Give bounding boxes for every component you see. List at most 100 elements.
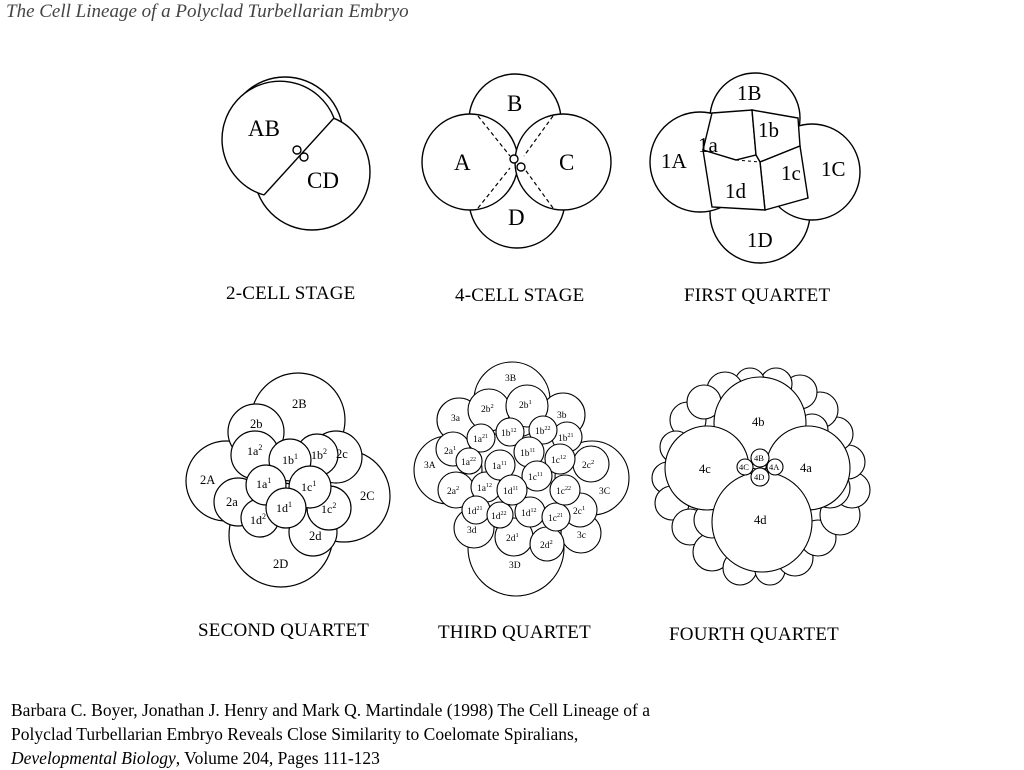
panel-2-cell-stage: AB CD — [221, 76, 371, 231]
cell-label-4b: 4b — [752, 415, 765, 429]
cell-label-1a12: 1a12 — [477, 483, 492, 494]
cell-label-1a21: 1a21 — [473, 434, 488, 445]
cell-1c22 — [549, 474, 581, 506]
cell-label-1C: 1C — [821, 157, 846, 181]
cell-label-1b2: 1b2 — [311, 447, 327, 462]
cell-4D — [750, 467, 770, 487]
cell-label-1d2: 1d2 — [250, 512, 266, 527]
cell-label-1a1: 1a1 — [256, 476, 271, 491]
cell-label-2c1: 2c1 — [573, 505, 585, 517]
cell-label-1c1: 1c1 — [301, 479, 316, 494]
citation-line-2: Polyclad Turbellarian Embryo Reveals Clo… — [11, 724, 579, 744]
cleavage-line — [263, 117, 335, 196]
cell-label-2A: 2A — [200, 473, 215, 487]
cell-outline — [523, 167, 554, 209]
cell-1d11 — [496, 474, 528, 506]
cell-label-3c: 3c — [577, 531, 586, 541]
cell-label-1a2: 1a2 — [247, 443, 262, 458]
cell-label-2a: 2a — [226, 495, 238, 509]
cell-label-1c12: 1c12 — [551, 455, 566, 466]
cell-label-3B: 3B — [505, 374, 516, 384]
cell-label-1b12: 1b12 — [501, 428, 517, 439]
cell-1c12 — [544, 443, 576, 475]
cell-1c21 — [541, 502, 571, 532]
cell-1b22 — [528, 415, 558, 445]
caption-fourth-quartet: FOURTH QUARTET — [669, 624, 839, 645]
panel-third-quartet: 3A 3B 3C 3D 3a 3b 3c 3d 2a1 2a2 2b2 2b1 … — [413, 361, 630, 597]
cell-outline — [523, 115, 554, 157]
cell-label-4d: 4d — [754, 513, 767, 527]
cell-1b12 — [495, 417, 525, 447]
citation-volume-pages: , Volume 204, Pages 111-123 — [175, 748, 380, 768]
cell-label-2c: 2c — [336, 447, 348, 461]
cell-label-1d22: 1d22 — [491, 511, 507, 522]
cell-label-1c22: 1c22 — [556, 486, 571, 497]
cell-label-4B: 4B — [754, 453, 764, 463]
cell-label-2D: 2D — [273, 557, 288, 571]
cell-label-1d11: 1d11 — [503, 486, 518, 497]
cell-label-1a11: 1a11 — [492, 461, 507, 472]
cell-outline — [735, 159, 761, 163]
cell-label-2d1: 2d1 — [506, 532, 519, 544]
cell-label-B: B — [507, 91, 522, 116]
cell-label-1d21: 1d21 — [467, 506, 483, 517]
cell-1d-inner — [265, 487, 307, 529]
cell-label-4C: 4C — [739, 462, 749, 472]
polar-body — [509, 154, 519, 164]
caption-4-cell-stage: 4-CELL STAGE — [455, 285, 585, 306]
citation: Barbara C. Boyer, Jonathan J. Henry and … — [11, 698, 811, 770]
cell-label-2c2: 2c2 — [582, 459, 594, 471]
cell-label-A: A — [454, 150, 471, 175]
cell-label-2b1: 2b1 — [519, 399, 532, 411]
caption-second-quartet: SECOND QUARTET — [198, 620, 370, 641]
cell-4B — [750, 448, 770, 468]
cell-2b1 — [505, 384, 549, 428]
panel-fourth-quartet: 4a 4b 4c 4d 4A 4B 4C 4D — [651, 367, 871, 586]
cell-label-1b11: 1b11 — [520, 448, 535, 459]
cell-label-C: C — [559, 150, 574, 175]
cell-label-4a: 4a — [800, 461, 812, 475]
cell-outline — [477, 167, 511, 209]
cell-label-4D: 4D — [754, 472, 764, 482]
cell-label-2b: 2b — [250, 417, 263, 431]
cell-label-1A: 1A — [661, 149, 688, 173]
cell-label-2C: 2C — [360, 489, 375, 503]
cell-1a21 — [466, 423, 496, 453]
cell-1d22 — [486, 501, 514, 529]
cell-label-1c: 1c — [781, 161, 801, 185]
citation-line-3: Developmental Biology, Volume 204, Pages… — [11, 746, 811, 770]
cell-label-3A: 3A — [424, 461, 436, 471]
panel-second-quartet: 2A 2B 2C 2D 2a 2b 2c 2d 1a2 1b1 1b2 1a1 … — [185, 372, 391, 588]
cell-label-1B: 1B — [737, 81, 762, 105]
polar-body — [292, 145, 302, 155]
caption-2-cell-stage: 2-CELL STAGE — [226, 283, 356, 304]
cell-label-1c21: 1c21 — [548, 513, 563, 524]
cell-label-1c2: 1c2 — [321, 501, 336, 516]
cell-label-2a2: 2a2 — [447, 485, 459, 497]
cell-label-2B: 2B — [292, 397, 307, 411]
cell-label-AB: AB — [248, 116, 280, 141]
cell-label-2b2: 2b2 — [481, 403, 494, 415]
citation-line-1: Barbara C. Boyer, Jonathan J. Henry and … — [11, 700, 650, 720]
citation-journal: Developmental Biology — [11, 748, 176, 768]
cell-label-1d: 1d — [725, 179, 747, 203]
cell-4C — [736, 458, 754, 476]
cell-outline — [477, 115, 511, 157]
cell-label-4c: 4c — [699, 462, 711, 476]
cell-label-4A: 4A — [769, 462, 780, 472]
cell-label-3b: 3b — [557, 411, 567, 421]
cell-label-1d12: 1d12 — [521, 508, 537, 519]
cell-label-1D: 1D — [747, 228, 773, 252]
cell-label-1b: 1b — [758, 118, 779, 142]
cell-label-1b22: 1b22 — [535, 426, 551, 437]
cell-label-1b21: 1b21 — [558, 433, 574, 444]
cell-label-3D: 3D — [509, 561, 521, 571]
cell-label-1a: 1a — [698, 133, 719, 157]
caption-first-quartet: FIRST QUARTET — [684, 285, 831, 306]
cell-label-2a1: 2a1 — [444, 445, 456, 457]
cell-label-D: D — [508, 205, 525, 230]
panel-first-quartet: 1A 1B 1C 1D 1a 1b 1c 1d — [649, 72, 861, 264]
cell-lineage-figure: AB CD A B C D 1A 1B 1C — [185, 72, 871, 597]
cell-label-1b1: 1b1 — [282, 452, 298, 467]
cell-1c11 — [521, 460, 553, 492]
